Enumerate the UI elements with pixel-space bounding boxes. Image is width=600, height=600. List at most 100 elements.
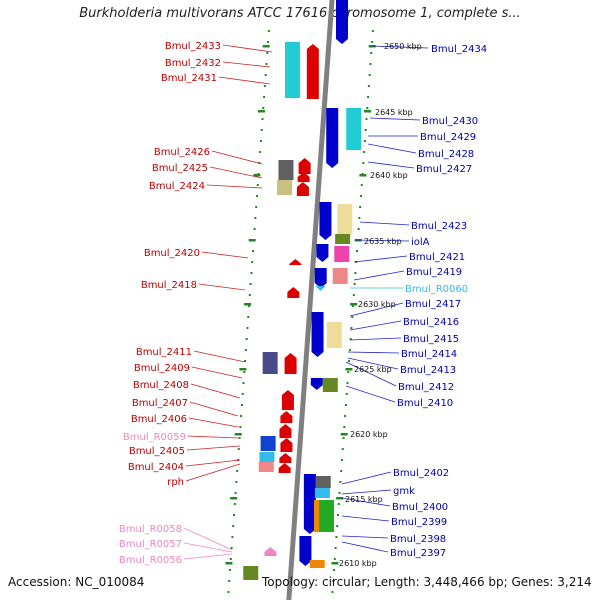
scale-dot xyxy=(267,30,270,32)
gene-label[interactable]: Bmul_2407 xyxy=(132,398,188,409)
scale-dot xyxy=(229,558,232,560)
scale-dot xyxy=(345,393,348,395)
gene-label[interactable]: Bmul_2406 xyxy=(131,414,187,425)
scale-dot xyxy=(263,96,266,98)
gene-label[interactable]: Bmul_2423 xyxy=(411,221,467,232)
gene-label[interactable]: Bmul_2424 xyxy=(149,181,205,192)
gene-label[interactable]: Bmul_R0058 xyxy=(119,524,182,535)
scale-dot xyxy=(259,140,262,142)
scale-label: 2610 kbp xyxy=(339,559,377,568)
gene-label[interactable]: Bmul_2420 xyxy=(144,248,200,259)
map-title: Burkholderia multivorans ATCC 17616 chro… xyxy=(79,6,521,21)
right-gene-labels[interactable]: Bmul_2434 Bmul_2430 Bmul_2429 Bmul_2428 … xyxy=(390,44,487,559)
gene-features xyxy=(243,0,362,580)
scale-dot xyxy=(230,547,233,549)
gene-box xyxy=(322,378,338,392)
gene-label[interactable]: Bmul_2408 xyxy=(133,380,189,391)
scale-dot xyxy=(344,404,347,406)
leader-line xyxy=(341,489,392,495)
leader-line xyxy=(341,515,390,522)
gene-label[interactable]: Bmul_2415 xyxy=(403,334,459,345)
gene-label[interactable]: iolA xyxy=(411,237,430,248)
backbone xyxy=(286,0,335,600)
gene-label[interactable]: Bmul_2428 xyxy=(418,149,474,160)
gene-label[interactable]: Bmul_2421 xyxy=(409,252,465,263)
gene-label[interactable]: Bmul_2413 xyxy=(400,365,456,376)
gene-label[interactable]: Bmul_2431 xyxy=(161,73,217,84)
leader-line xyxy=(353,255,408,263)
gene-label[interactable]: Bmul_2398 xyxy=(390,534,446,545)
gene-label[interactable]: Bmul_R0059 xyxy=(123,432,186,443)
gene-label[interactable]: Bmul_2417 xyxy=(405,299,461,310)
gene-label[interactable]: Bmul_R0060 xyxy=(405,284,468,295)
gene-label[interactable]: Bmul_2425 xyxy=(152,163,208,174)
scale-dot xyxy=(364,129,367,131)
gene-label[interactable]: Bmul_2427 xyxy=(416,164,472,175)
scale-dot xyxy=(248,294,251,296)
scale-dot xyxy=(244,360,247,362)
scale-dot xyxy=(344,415,347,417)
scale-label: 2645 kbp xyxy=(375,108,413,117)
scale-dot xyxy=(253,228,256,230)
gene-label[interactable]: Bmul_2429 xyxy=(420,132,476,143)
gene-label[interactable]: Bmul_2419 xyxy=(406,267,462,278)
scale-dot xyxy=(229,569,232,571)
gene-arrow xyxy=(314,268,327,288)
scale-dot xyxy=(238,437,241,439)
scale-dot xyxy=(363,151,366,153)
gene-label[interactable]: Bmul_2414 xyxy=(401,349,457,360)
scale-dot xyxy=(245,338,248,340)
scale-tick xyxy=(350,303,358,306)
gene-label[interactable]: Bmul_2405 xyxy=(129,446,185,457)
scale-dot xyxy=(356,250,358,252)
gene-label[interactable]: Bmul_2433 xyxy=(165,41,221,52)
scale-tick xyxy=(234,433,242,436)
leader-line xyxy=(186,445,241,451)
gene-label[interactable]: Bmul_2404 xyxy=(128,462,184,473)
gene-box xyxy=(332,268,348,284)
scale-dot xyxy=(334,547,337,549)
scale-dot xyxy=(255,195,258,197)
gene-label[interactable]: Bmul_2397 xyxy=(390,548,446,559)
scale-dot xyxy=(367,85,370,87)
gene-label[interactable]: Bmul_2402 xyxy=(393,468,449,479)
gene-label[interactable]: Bmul_R0057 xyxy=(119,539,182,550)
gene-label[interactable]: Bmul_2430 xyxy=(422,116,478,127)
leader-line xyxy=(345,385,396,403)
gene-box xyxy=(346,108,362,150)
gene-label[interactable]: Bmul_R0056 xyxy=(119,555,182,566)
gene-label[interactable]: rph xyxy=(167,477,184,488)
gene-label[interactable]: Bmul_2399 xyxy=(391,517,447,528)
gene-label[interactable]: Bmul_2410 xyxy=(397,398,453,409)
gene-label[interactable]: Bmul_2434 xyxy=(431,44,487,55)
gene-label[interactable]: Bmul_2426 xyxy=(154,147,210,158)
gene-label[interactable]: Bmul_2418 xyxy=(141,280,197,291)
scale-dot xyxy=(333,558,336,560)
scale-dot xyxy=(362,162,365,164)
gene-label[interactable]: Bmul_2411 xyxy=(136,347,192,358)
gene-label[interactable]: Bmul_2416 xyxy=(403,317,459,328)
gene-label[interactable]: Bmul_2432 xyxy=(165,58,221,69)
leader-line xyxy=(355,239,410,242)
scale-dot xyxy=(348,360,351,362)
left-gene-labels[interactable]: Bmul_2433 Bmul_2432 Bmul_2431 Bmul_2426 … xyxy=(119,41,221,566)
gene-label[interactable]: Bmul_2412 xyxy=(398,382,454,393)
scale-tick xyxy=(345,368,353,371)
leader-line xyxy=(349,337,402,341)
leader-line xyxy=(341,497,391,507)
gene-label[interactable]: Bmul_2400 xyxy=(392,502,448,513)
scale-dot xyxy=(354,272,357,274)
gene-box xyxy=(284,42,300,98)
scale-label: 2650 kbp xyxy=(384,42,422,51)
scale-dot xyxy=(266,52,269,54)
scale-dot xyxy=(367,96,370,98)
gene-label[interactable]: gmk xyxy=(393,486,415,497)
gene-box xyxy=(260,436,276,451)
rna-marker xyxy=(264,547,277,556)
leader-line xyxy=(198,283,246,291)
scale-dot xyxy=(359,195,362,197)
gene-arrow xyxy=(279,424,292,438)
gene-label[interactable]: Bmul_2409 xyxy=(134,363,190,374)
scale-dot xyxy=(340,470,343,472)
